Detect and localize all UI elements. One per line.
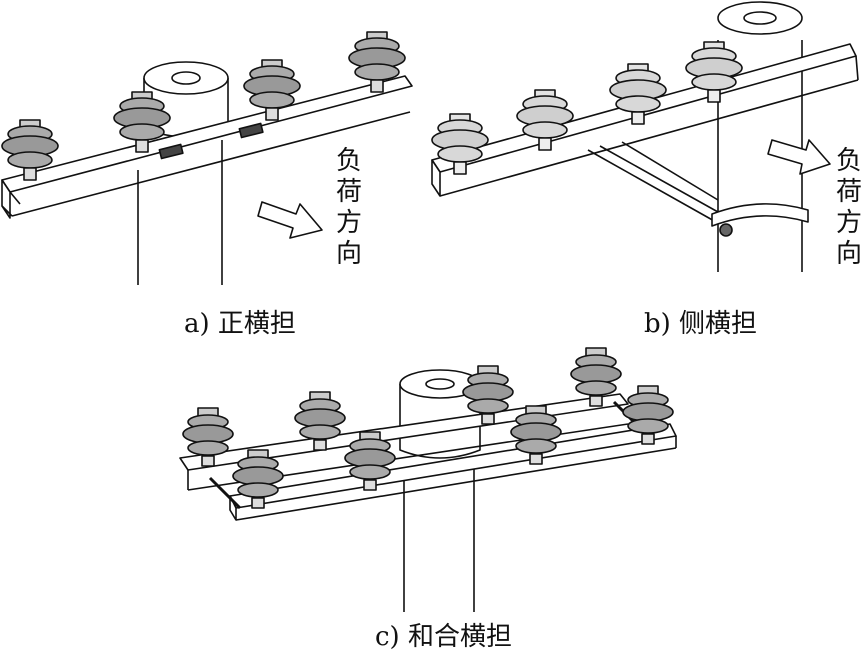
insulator: [570, 347, 622, 407]
insulator: [510, 405, 562, 465]
pole: [403, 460, 475, 612]
insulator: [622, 385, 674, 445]
pole: [137, 140, 223, 285]
label-char: 向: [835, 239, 862, 269]
insulator: [243, 59, 301, 121]
insulator: [1, 119, 59, 181]
insulator: [113, 91, 171, 153]
pole-clamp: [711, 203, 809, 237]
panel-b-side-crossarm: [431, 1, 859, 272]
panel-a-caption: a) 正横担: [184, 309, 296, 339]
label-char: 方: [835, 208, 862, 238]
insulator: [232, 449, 284, 509]
label-char: 向: [335, 239, 362, 269]
insulator: [294, 391, 346, 451]
brace: [587, 141, 719, 223]
label-char: 负: [835, 146, 862, 176]
panel-c-double-crossarm: [179, 347, 677, 612]
insulator: [609, 63, 667, 125]
insulator: [348, 31, 406, 93]
panel-b-load-direction-label: 负 荷 方 向: [835, 146, 863, 270]
panel-a-front-crossarm: [1, 31, 413, 285]
panel-a-load-direction-label: 负 荷 方 向: [335, 146, 363, 270]
insulator: [431, 113, 489, 175]
insulator: [462, 365, 514, 425]
pole-top-cylinder: [717, 1, 803, 35]
label-char: 方: [335, 208, 362, 238]
mounting-bolts: [158, 122, 264, 160]
pole-top-cylinder: [399, 369, 481, 459]
panel-b-caption: b) 侧横担: [644, 309, 758, 339]
load-direction-arrow: [767, 139, 831, 175]
load-direction-arrow: [257, 201, 323, 239]
label-char: 荷: [335, 177, 362, 207]
insulator: [182, 407, 234, 467]
panel-c-caption: c) 和合横担: [375, 622, 512, 652]
label-char: 负: [335, 146, 362, 176]
insulator: [685, 41, 743, 103]
insulator: [516, 89, 574, 151]
label-char: 荷: [835, 177, 862, 207]
insulator: [344, 431, 396, 491]
